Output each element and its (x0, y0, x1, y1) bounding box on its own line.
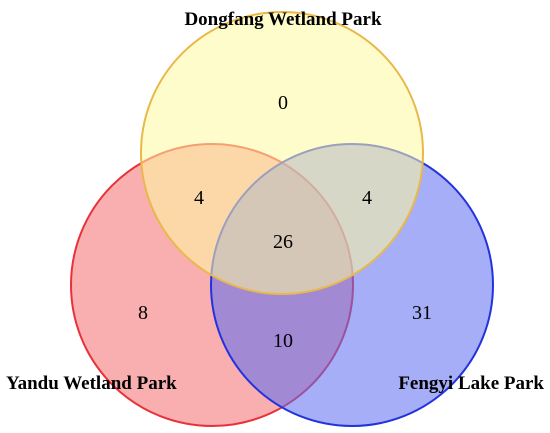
count-all: 26 (273, 231, 293, 253)
count-top-right: 4 (362, 187, 372, 209)
set-label-fengyi: Fengyi Lake Park (398, 373, 544, 394)
set-label-yandu: Yandu Wetland Park (6, 373, 177, 394)
count-right-only: 31 (412, 302, 432, 324)
count-top-only: 0 (278, 92, 288, 114)
count-left-only: 8 (138, 302, 148, 324)
set-circle-dongfang (140, 11, 424, 295)
count-top-left: 4 (194, 187, 204, 209)
set-label-dongfang: Dongfang Wetland Park (184, 9, 382, 30)
count-left-right: 10 (273, 330, 293, 352)
